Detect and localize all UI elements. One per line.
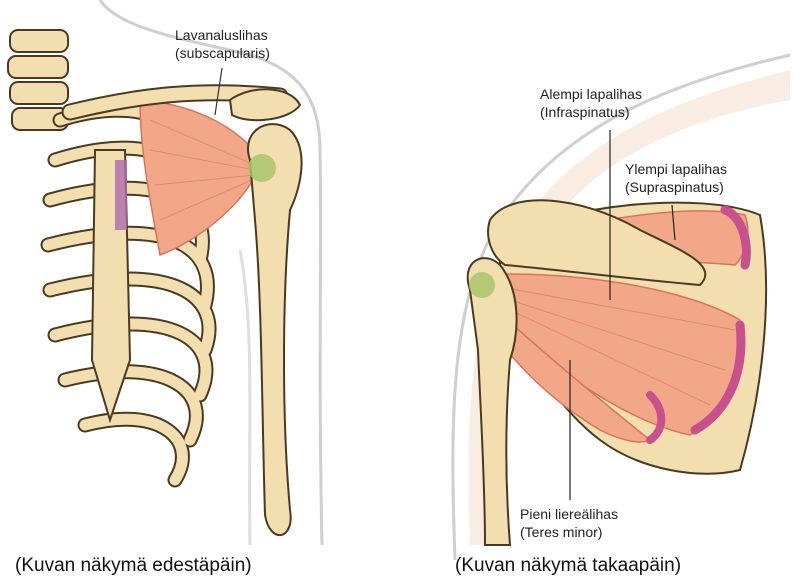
caption-front-view: (Kuvan näkymä edestäpäin) (15, 555, 252, 577)
label-infraspinatus-line2: (Infraspinatus) (540, 103, 642, 121)
label-subscapularis-line1: Lavanaluslihas (175, 26, 270, 44)
label-teres-minor-line1: Pieni liereälihas (520, 505, 618, 523)
label-supraspinatus-line1: Ylempi lapalihas (625, 160, 727, 178)
back-view-figure (453, 55, 790, 560)
label-supraspinatus: Ylempi lapalihas (Supraspinatus) (625, 160, 727, 196)
label-infraspinatus: Alempi lapalihas (Infraspinatus) (540, 85, 642, 121)
front-view-figure (8, 0, 322, 545)
front-arm-inner-outline (240, 250, 250, 545)
label-teres-minor-line2: (Teres minor) (520, 523, 618, 541)
rotator-cuff-attachment (469, 272, 495, 298)
label-subscapularis-line2: (subscapularis) (175, 44, 270, 62)
label-subscapularis: Lavanaluslihas (subscapularis) (175, 26, 270, 62)
acromion-front (230, 89, 300, 120)
scapula-purple-edge (115, 160, 127, 230)
humerus (248, 124, 302, 535)
caption-back-view: (Kuvan näkymä takaapäin) (455, 555, 681, 577)
subscapularis-attachment (248, 154, 276, 182)
label-supraspinatus-line2: (Supraspinatus) (625, 178, 727, 196)
label-teres-minor: Pieni liereälihas (Teres minor) (520, 505, 618, 541)
label-infraspinatus-line1: Alempi lapalihas (540, 85, 642, 103)
